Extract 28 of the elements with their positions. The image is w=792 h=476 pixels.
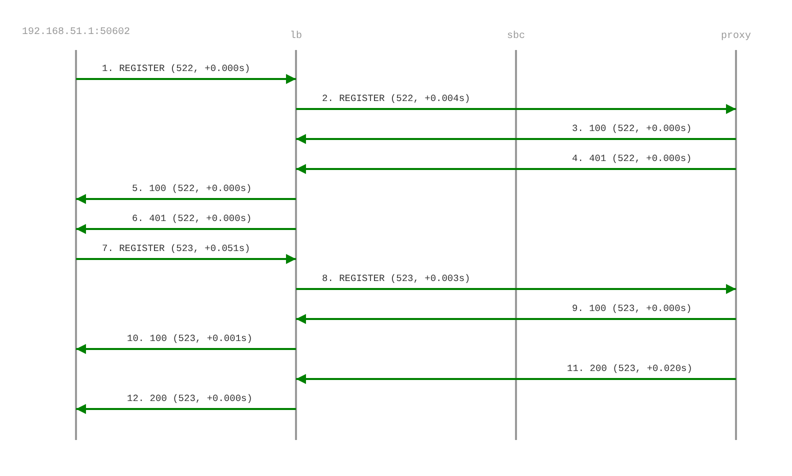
edge-label: 12. 200 (523, +0.000s) (126, 394, 254, 404)
message-arrow (76, 194, 296, 204)
edge-label: 4. 401 (522, +0.000s) (571, 154, 693, 164)
message-arrow (296, 134, 736, 144)
message-arrow (76, 74, 296, 84)
message-arrow (76, 224, 296, 234)
message-arrow (76, 254, 296, 264)
message-arrow (296, 104, 736, 114)
edge-label: 2. REGISTER (522, +0.004s) (321, 94, 472, 104)
edge-label: 3. 100 (522, +0.000s) (571, 124, 693, 134)
edge-label: 5. 100 (522, +0.000s) (131, 184, 253, 194)
participant-name: sbc (507, 31, 525, 43)
edge-label: 10. 100 (523, +0.001s) (126, 334, 254, 344)
message-arrow (296, 164, 736, 174)
edge-label: 9. 100 (523, +0.000s) (571, 304, 693, 314)
edge-label: 7. REGISTER (523, +0.051s) (101, 244, 252, 254)
message-arrow (76, 404, 296, 414)
message-arrow (296, 284, 736, 294)
message-arrow (296, 314, 736, 324)
edge-label: 11. 200 (523, +0.020s) (566, 364, 694, 374)
message-arrow (296, 374, 736, 384)
edge-label: 8. REGISTER (523, +0.003s) (321, 274, 472, 284)
participant-name: lb (290, 31, 302, 43)
message-arrow (76, 344, 296, 354)
edge-label: 6. 401 (522, +0.000s) (131, 214, 253, 224)
edge-label: 1. REGISTER (522, +0.000s) (101, 64, 252, 74)
participant-name: proxy (721, 31, 751, 43)
participant-name: 192.168.51.1:50602 (22, 27, 130, 39)
